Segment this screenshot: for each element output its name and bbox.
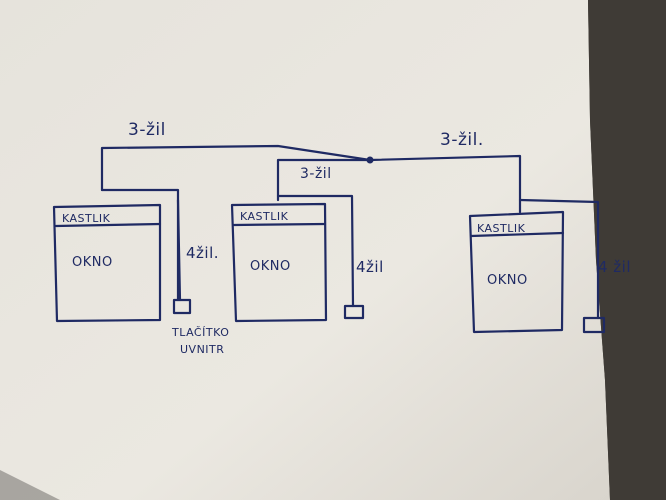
background-edge <box>588 0 666 500</box>
unit-1: KASTLIK OKNO 4žil. TLAČÍTKO UVNITR <box>52 198 229 356</box>
unit-3-body: OKNO <box>487 273 528 288</box>
paper-sheet <box>0 0 610 500</box>
label-3zil-middle: 3-žil <box>300 166 332 182</box>
unit-1-button-icon <box>172 298 192 315</box>
junction-dot <box>366 156 374 164</box>
unit-3-cable-label: 4 žil <box>598 258 631 276</box>
button-note-line2: UVNITR <box>180 343 224 356</box>
unit-2: KASTLIK OKNO 4žil <box>230 194 384 323</box>
unit-2-divider <box>232 222 327 227</box>
unit-2-button-icon <box>343 304 365 320</box>
unit-3-button-icon <box>582 316 606 334</box>
label-3zil-right: 3-žil. <box>440 130 484 150</box>
unit-2-box <box>230 202 328 323</box>
table-corner <box>0 470 60 500</box>
unit-3-header: KASTLIK <box>477 222 526 235</box>
unit-3: KASTLIK OKNO 4 žil <box>468 198 631 334</box>
unit-1-box <box>52 203 162 323</box>
unit-2-cable-label: 4žil <box>356 258 384 276</box>
unit-3-divider <box>469 231 565 238</box>
unit-3-box <box>468 210 565 334</box>
unit-1-body: OKNO <box>72 255 113 270</box>
unit-1-header: KASTLIK <box>62 212 111 225</box>
unit-1-divider <box>54 222 162 228</box>
button-note-line1: TLAČÍTKO <box>171 326 229 339</box>
label-3zil-left: 3-žil <box>128 120 166 140</box>
unit-2-body: OKNO <box>250 259 291 274</box>
main-bus <box>100 144 522 302</box>
unit-1-cable-label: 4žil. <box>186 244 219 262</box>
unit-2-header: KASTLIK <box>240 210 289 223</box>
